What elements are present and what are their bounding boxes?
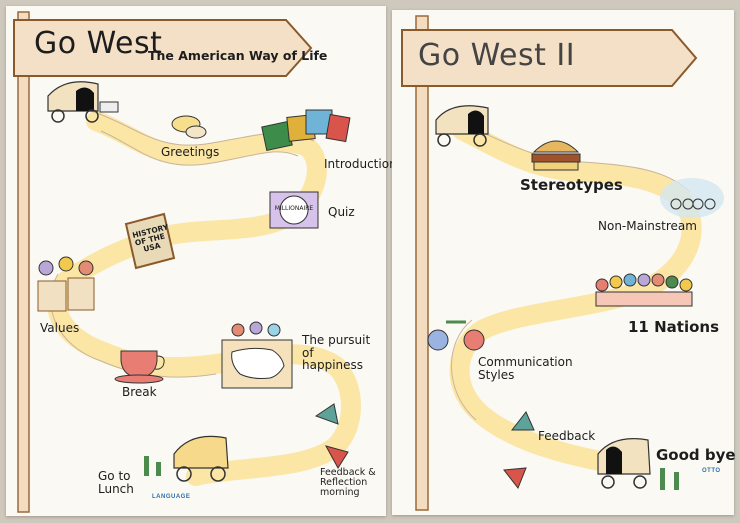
signpost-board (13, 19, 313, 77)
left-footer-logo: LANGUAGE (152, 494, 190, 500)
station-good-bye: Good bye (656, 446, 736, 464)
station-values: Values (40, 321, 80, 335)
usa-map-icon (221, 321, 293, 389)
left-sign-subtitle: The American Way of Life (148, 48, 328, 63)
wagon-top-icon (435, 105, 489, 147)
station-non-mainstream: Non-Mainstream (598, 219, 697, 233)
right-sign-title: Go West II (418, 38, 576, 73)
station-introduction: Introduction (324, 157, 397, 171)
right-logo-text: OTTO (702, 468, 721, 474)
station-break: Break (122, 385, 157, 399)
station-communication-styles: Communication Styles (478, 355, 573, 382)
left-logo-text: LANGUAGE (152, 494, 191, 500)
burger-icon (531, 140, 581, 171)
flipchart-left: Go West The American Way of Life Greetin… (6, 6, 397, 516)
station-quiz: Quiz (328, 205, 355, 219)
feedback-arrows-right-icon (503, 411, 535, 489)
right-footer-logo: OTTO (702, 468, 721, 474)
signpost-pole (17, 11, 30, 513)
teacup-icon (114, 350, 165, 384)
left-sign-title: Go West (34, 26, 163, 61)
station-pursuit-of-happiness: The pursuit of happiness (302, 333, 371, 373)
station-go-to-lunch: Go to Lunch (98, 469, 134, 496)
winding-trail-right (449, 120, 702, 475)
wagon-good-bye-icon (597, 438, 679, 490)
signpost-pole-right (415, 15, 429, 511)
communication-faces-icon (427, 320, 485, 351)
nations-people-icon (595, 273, 693, 307)
covered-wagon-icon (47, 81, 119, 123)
station-stereotypes: Stereotypes (520, 176, 623, 194)
flipchart-right-drawing (401, 15, 724, 511)
quiz-millionaire-badge (269, 191, 319, 229)
flipchart-left-drawing (13, 11, 361, 513)
greeting-hands-icon (171, 115, 207, 139)
signpost-board-right (401, 29, 698, 87)
winding-trail (47, 111, 361, 486)
bicycles-icon (660, 178, 724, 218)
wagon-bottom-icon (144, 435, 229, 482)
trail-edges-right (451, 119, 691, 421)
feedback-arrows-icon (314, 403, 349, 469)
quiz-badge-text: MILLIONAIRE (274, 205, 314, 212)
history-book-icon (124, 212, 176, 270)
flipchart-right: Go West II Stereotypes Non-Mainstream 11… (392, 10, 736, 515)
station-greetings: Greetings (161, 145, 220, 159)
values-bags-icon (37, 256, 95, 312)
station-11-nations: 11 Nations (628, 318, 719, 336)
station-feedback-reflection: Feedback & Reflection morning (320, 467, 376, 498)
station-feedback-right: Feedback (538, 429, 596, 443)
introduction-cards-icon (261, 109, 351, 152)
